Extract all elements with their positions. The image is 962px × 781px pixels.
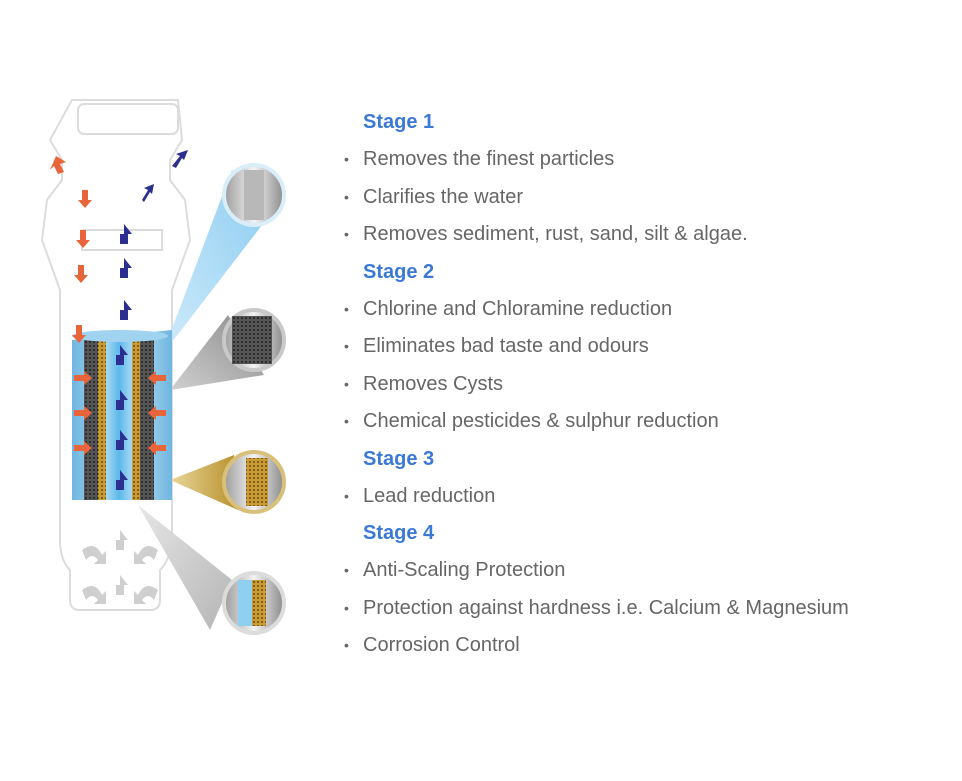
list-item-text: Anti-Scaling Protection bbox=[363, 559, 566, 581]
stage-3-title: Stage 3 bbox=[363, 447, 435, 470]
list-item-text: Eliminates bad taste and odours bbox=[363, 335, 649, 357]
stage1-magnifier bbox=[222, 163, 286, 227]
list-item-text: Corrosion Control bbox=[363, 634, 520, 656]
bullet-icon: • bbox=[344, 562, 349, 578]
bullet-icon: • bbox=[344, 413, 349, 429]
list-item-text: Clarifies the water bbox=[363, 185, 524, 208]
list-item-text: Chemical pesticides & sulphur reduction bbox=[363, 410, 719, 432]
stage3-magnifier-beam bbox=[170, 455, 238, 510]
bullet-icon: • bbox=[344, 637, 349, 653]
stage-1-list-item: • Removes the finest particles bbox=[340, 141, 950, 179]
bullet-icon: • bbox=[344, 188, 349, 205]
list-item-text: Protection against hardness i.e. Calcium… bbox=[363, 596, 849, 619]
filter-diagram bbox=[40, 99, 286, 635]
stage4-magnifier-beam bbox=[138, 505, 232, 630]
bullet-icon: • bbox=[344, 226, 349, 242]
bullet-icon: • bbox=[344, 375, 349, 392]
bullet-icon: • bbox=[344, 599, 349, 616]
stage-list: Stage 1 • Removes the finest particles • Cla… bbox=[340, 104, 950, 665]
stage-2-list-item: • Chemical pesticides & sulphur reduction bbox=[340, 403, 950, 441]
stage-4-list-item: • Anti-Scaling Protection bbox=[340, 552, 950, 590]
housing-flow-arrows bbox=[82, 530, 158, 604]
bullet-icon: • bbox=[344, 300, 349, 317]
stage-2-list-item: • Removes Cysts bbox=[340, 366, 950, 404]
list-item-text: Lead reduction bbox=[363, 484, 496, 507]
stage2-magnifier bbox=[222, 308, 286, 372]
stage-2-list-item: • Chlorine and Chloramine reduction bbox=[340, 291, 950, 329]
list-item-text: Removes the finest particles bbox=[363, 148, 615, 170]
stage-2-title: Stage 2 bbox=[363, 260, 435, 283]
bullet-icon: • bbox=[344, 487, 349, 504]
filter-cartridge bbox=[72, 330, 172, 500]
stage-4-title: Stage 4 bbox=[363, 522, 435, 544]
stage4-magnifier bbox=[222, 571, 286, 635]
stage-3-list-item: • Lead reduction bbox=[340, 478, 950, 516]
stage2-magnifier-beam bbox=[170, 315, 264, 390]
list-item-text: Removes Cysts bbox=[363, 372, 504, 395]
stage3-magnifier bbox=[222, 450, 286, 514]
stage-2-list-item: • Eliminates bad taste and odours bbox=[340, 328, 950, 366]
bullet-icon: • bbox=[344, 151, 349, 167]
stage-4-list-item: • Corrosion Control bbox=[340, 627, 950, 665]
bullet-icon: • bbox=[344, 338, 349, 354]
list-item-text: Removes sediment, rust, sand, silt & alg… bbox=[363, 223, 748, 245]
stage-4-list-item: • Protection against hardness i.e. Calciu… bbox=[340, 590, 950, 628]
stage-1-list-item: • Clarifies the water bbox=[340, 179, 950, 217]
list-item-text: Chlorine and Chloramine reduction bbox=[363, 297, 673, 320]
outflow-arrows bbox=[116, 150, 188, 490]
stage-1-title: Stage 1 bbox=[363, 111, 435, 133]
stage-1-list-item: • Removes sediment, rust, sand, silt & al… bbox=[340, 216, 950, 254]
inflow-arrows bbox=[50, 156, 166, 455]
